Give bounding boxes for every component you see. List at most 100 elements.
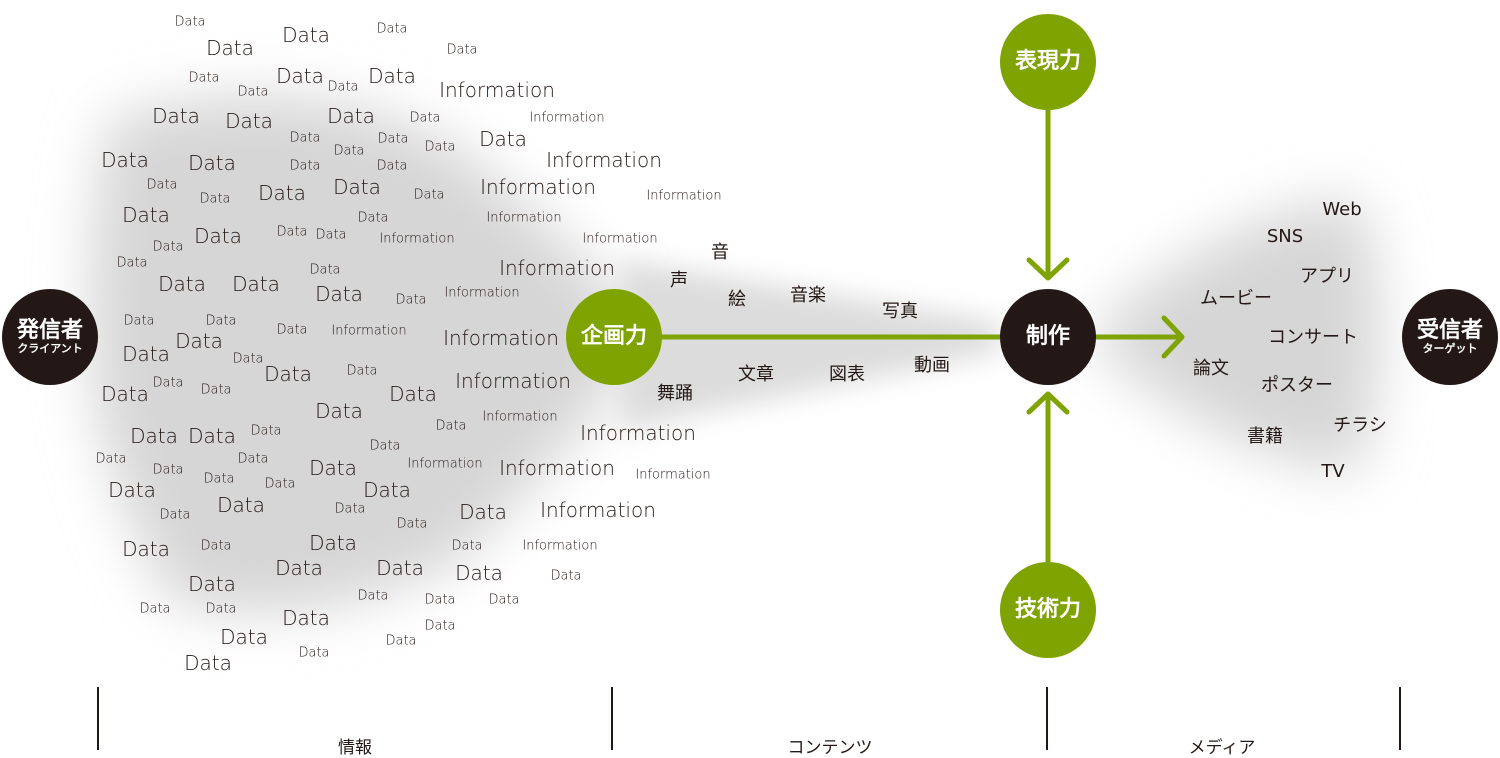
data-word: Data <box>396 516 428 532</box>
information-word: Information <box>635 467 711 483</box>
data-word: Data <box>175 329 223 353</box>
data-word: Data <box>309 531 357 555</box>
information-word: Information <box>407 456 483 472</box>
information-word: Information <box>480 175 596 199</box>
data-word: Data <box>333 143 365 159</box>
information-word: Information <box>482 409 558 425</box>
data-word: Data <box>298 645 330 661</box>
data-word: Data <box>368 64 416 88</box>
technology-label: 技術力 <box>1014 597 1081 623</box>
content-word: 音 <box>711 242 729 263</box>
data-word: Data <box>363 478 411 502</box>
data-word: Data <box>357 210 389 226</box>
data-word: Data <box>413 187 445 203</box>
technology-node: 技術力 <box>1000 562 1096 658</box>
media-word: コンサート <box>1268 327 1358 348</box>
information-word: Information <box>582 231 658 247</box>
data-word: Data <box>276 224 308 240</box>
information-word: Information <box>444 285 520 301</box>
data-word: Data <box>122 342 170 366</box>
data-word: Data <box>289 158 321 174</box>
data-word: Data <box>188 424 236 448</box>
data-word: Data <box>152 239 184 255</box>
section-label-information: 情報 <box>338 738 372 758</box>
data-word: Data <box>200 382 232 398</box>
information-cloud-shadow <box>90 96 620 614</box>
data-word: Data <box>409 110 441 126</box>
data-word: Data <box>200 538 232 554</box>
media-word: TV <box>1321 461 1345 482</box>
information-word: Information <box>331 323 407 339</box>
data-word: Data <box>276 64 324 88</box>
data-word: Data <box>122 203 170 227</box>
data-word: Data <box>282 606 330 630</box>
section-label-contents: コンテンツ <box>787 738 873 758</box>
data-word: Data <box>455 561 503 585</box>
data-word: Data <box>424 139 456 155</box>
media-word: ムービー <box>1200 288 1272 309</box>
information-word: Information <box>546 148 662 172</box>
information-word: Information <box>443 326 559 350</box>
data-word: Data <box>205 313 237 329</box>
data-word: Data <box>446 42 478 58</box>
receiver-node: 受信者 ターゲット <box>1402 289 1498 385</box>
data-word: Data <box>315 227 347 243</box>
data-word: Data <box>376 21 408 37</box>
data-word: Data <box>146 177 178 193</box>
information-word: Information <box>379 231 455 247</box>
information-word: Information <box>455 369 571 393</box>
data-word: Data <box>369 438 401 454</box>
data-word: Data <box>459 500 507 524</box>
data-word: Data <box>451 538 483 554</box>
data-word: Data <box>130 424 178 448</box>
media-word: ポスター <box>1261 375 1333 396</box>
data-word: Data <box>232 272 280 296</box>
data-word: Data <box>376 158 408 174</box>
sender-label: 発信者 <box>16 317 83 343</box>
content-funnel-shadow <box>620 260 1000 430</box>
data-word: Data <box>377 131 409 147</box>
data-word: Data <box>327 104 375 128</box>
data-word: Data <box>122 537 170 561</box>
content-word: 動画 <box>914 355 950 376</box>
planning-node: 企画力 <box>566 289 662 385</box>
data-word: Data <box>101 382 149 406</box>
data-word: Data <box>479 127 527 151</box>
data-word: Data <box>309 456 357 480</box>
data-word: Data <box>395 292 427 308</box>
sender-sublabel: クライアント <box>17 341 83 355</box>
data-word: Data <box>376 556 424 580</box>
data-word: Data <box>174 14 206 30</box>
data-word: Data <box>264 476 296 492</box>
section-divider <box>1046 687 1048 750</box>
information-word: Information <box>540 498 656 522</box>
data-word: Data <box>225 109 273 133</box>
data-word: Data <box>194 224 242 248</box>
arrowhead-down-icon <box>1026 257 1070 281</box>
media-funnel-shadow <box>1100 200 1380 470</box>
content-word: 絵 <box>728 289 746 310</box>
data-word: Data <box>188 151 236 175</box>
information-word: Information <box>499 456 615 480</box>
information-word: Information <box>522 538 598 554</box>
data-word: Data <box>158 272 206 296</box>
data-word: Data <box>139 601 171 617</box>
information-word: Information <box>580 421 696 445</box>
data-word: Data <box>276 322 308 338</box>
production-node: 制作 <box>1000 289 1096 385</box>
expression-node: 表現力 <box>1000 14 1096 110</box>
data-word: Data <box>346 363 378 379</box>
content-word: 図表 <box>829 364 865 385</box>
production-label: 制作 <box>1025 324 1070 350</box>
data-word: Data <box>108 478 156 502</box>
data-word: Data <box>101 148 149 172</box>
data-word: Data <box>357 588 389 604</box>
data-word: Data <box>315 399 363 423</box>
information-word: Information <box>499 256 615 280</box>
data-word: Data <box>184 651 232 675</box>
expression-label: 表現力 <box>1014 49 1081 75</box>
data-word: Data <box>309 262 341 278</box>
arrowhead-right-icon <box>1161 315 1185 359</box>
data-word: Data <box>488 592 520 608</box>
information-word: Information <box>486 210 562 226</box>
